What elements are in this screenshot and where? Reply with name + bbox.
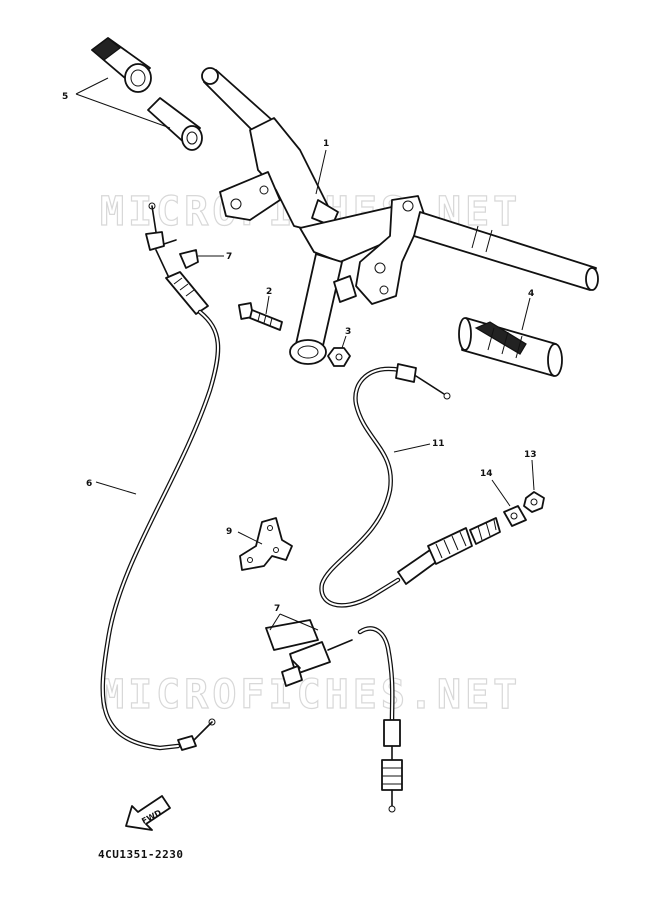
leader-5a <box>75 77 109 95</box>
leader-3 <box>341 335 347 349</box>
leader-1 <box>315 149 327 195</box>
part-lower-cable <box>357 626 403 813</box>
part-3-nut <box>327 347 351 367</box>
leader-12 <box>237 531 263 545</box>
callout-5: 5 <box>62 92 68 102</box>
part-11-brake-cable <box>319 363 501 608</box>
leader-13 <box>531 459 535 491</box>
callout-11: 11 <box>432 439 445 449</box>
fwd-direction-arrow: FWD <box>125 795 171 831</box>
callout-2: 2 <box>266 287 272 297</box>
leader-4 <box>521 297 531 331</box>
part-code-label: 4CU1351-2230 <box>98 848 184 861</box>
leader-6 <box>95 481 137 495</box>
callout-3: 3 <box>345 327 351 337</box>
callout-4: 4 <box>528 289 534 299</box>
callout-7: 7 <box>274 604 280 614</box>
part-13-nut <box>523 491 545 513</box>
callout-14: 14 <box>480 469 493 479</box>
part-1-handlebar <box>201 67 599 365</box>
part-5-left-grip <box>91 37 203 151</box>
part-7-switch-assembly <box>265 619 353 687</box>
leader-2 <box>265 295 270 315</box>
part-4-right-grip <box>458 317 563 377</box>
callout-12: 9 <box>226 527 232 537</box>
part-14-sleeve <box>503 505 527 527</box>
leader-14 <box>491 479 511 507</box>
watermark-bottom: MICROFICHES.NET <box>100 672 521 718</box>
leader-7b <box>279 613 319 631</box>
callout-13: 13 <box>524 450 537 460</box>
part-6-throttle-cable <box>100 202 221 751</box>
callout-9: 7 <box>226 252 232 262</box>
part-9-clip <box>179 249 199 269</box>
leader-11 <box>393 443 431 453</box>
leader-5b <box>75 93 171 129</box>
part-2-bolt <box>237 302 283 331</box>
leader-7a <box>269 613 281 631</box>
callout-6: 6 <box>86 479 92 489</box>
part-12-bracket <box>239 517 293 571</box>
callout-1: 1 <box>323 139 329 149</box>
